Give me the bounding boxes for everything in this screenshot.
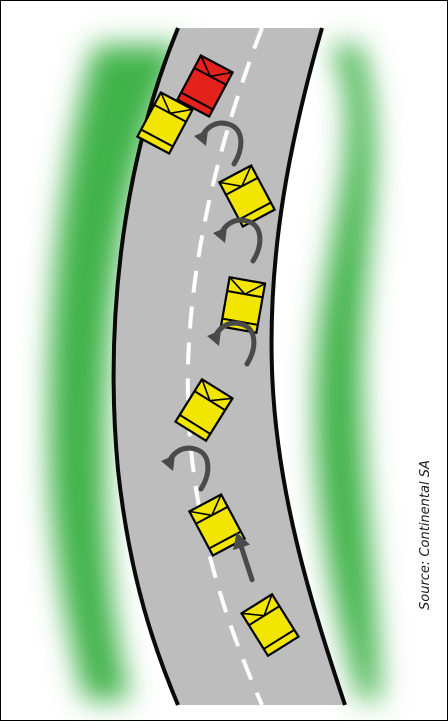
car-2 (187, 492, 247, 558)
car-3 (173, 377, 235, 443)
road-edge-right (269, 27, 347, 706)
arrow-sequence (161, 120, 263, 583)
u-turn-arrow-2 (161, 445, 211, 492)
u-turn-arrow-3 (207, 320, 257, 367)
source-credit: Source: Continental SA (418, 460, 433, 610)
car-1 (239, 592, 301, 658)
car-sequence (135, 53, 301, 658)
grass-right (315, 45, 380, 700)
car-skidding (175, 53, 235, 119)
u-turn-arrow-4 (213, 217, 263, 264)
road-edge-left (111, 27, 180, 706)
u-turn-arrow-5 (194, 120, 244, 167)
car-5 (217, 163, 277, 229)
grass-area (49, 45, 380, 700)
car-4 (219, 275, 267, 335)
grass-left (49, 45, 185, 700)
straight-arrow-1 (232, 532, 255, 583)
road (111, 27, 347, 706)
road-surface (113, 28, 346, 705)
car-6 (135, 90, 195, 156)
